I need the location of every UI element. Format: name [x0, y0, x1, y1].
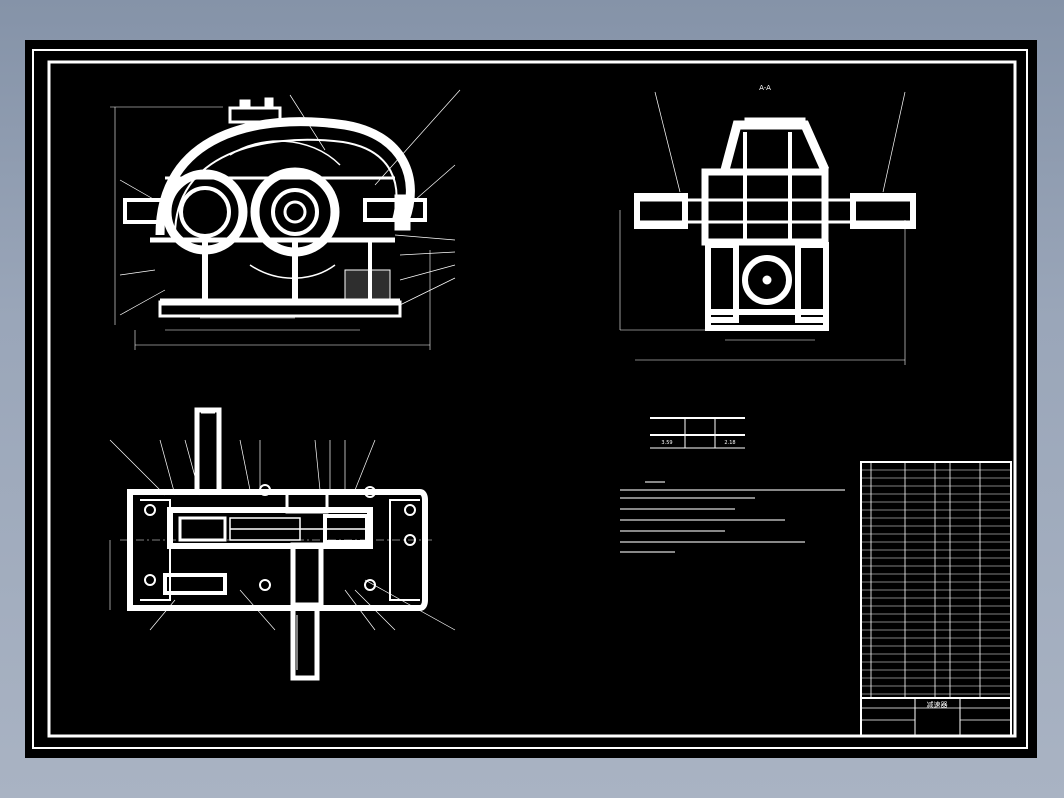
- cad-drawing-canvas: A-A: [32, 49, 1028, 749]
- inner-border: [47, 60, 1017, 738]
- title-block: [860, 697, 1012, 737]
- tech-params-table: [650, 417, 745, 449]
- technical-notes: [620, 481, 845, 553]
- top-view: [109, 407, 456, 681]
- parts-list: [860, 461, 1012, 699]
- outer-border: [32, 49, 1028, 749]
- front-view: [110, 89, 461, 350]
- parts-list-rows: [861, 469, 1011, 695]
- drawing-sheet: A-A: [25, 40, 1037, 758]
- tech-param-value-1: 3.59: [661, 440, 672, 446]
- tech-param-value-3: 2.18: [724, 440, 735, 446]
- side-view-label: A-A: [759, 84, 771, 92]
- side-view: [619, 91, 916, 365]
- drawing-title: 减速器: [927, 700, 948, 709]
